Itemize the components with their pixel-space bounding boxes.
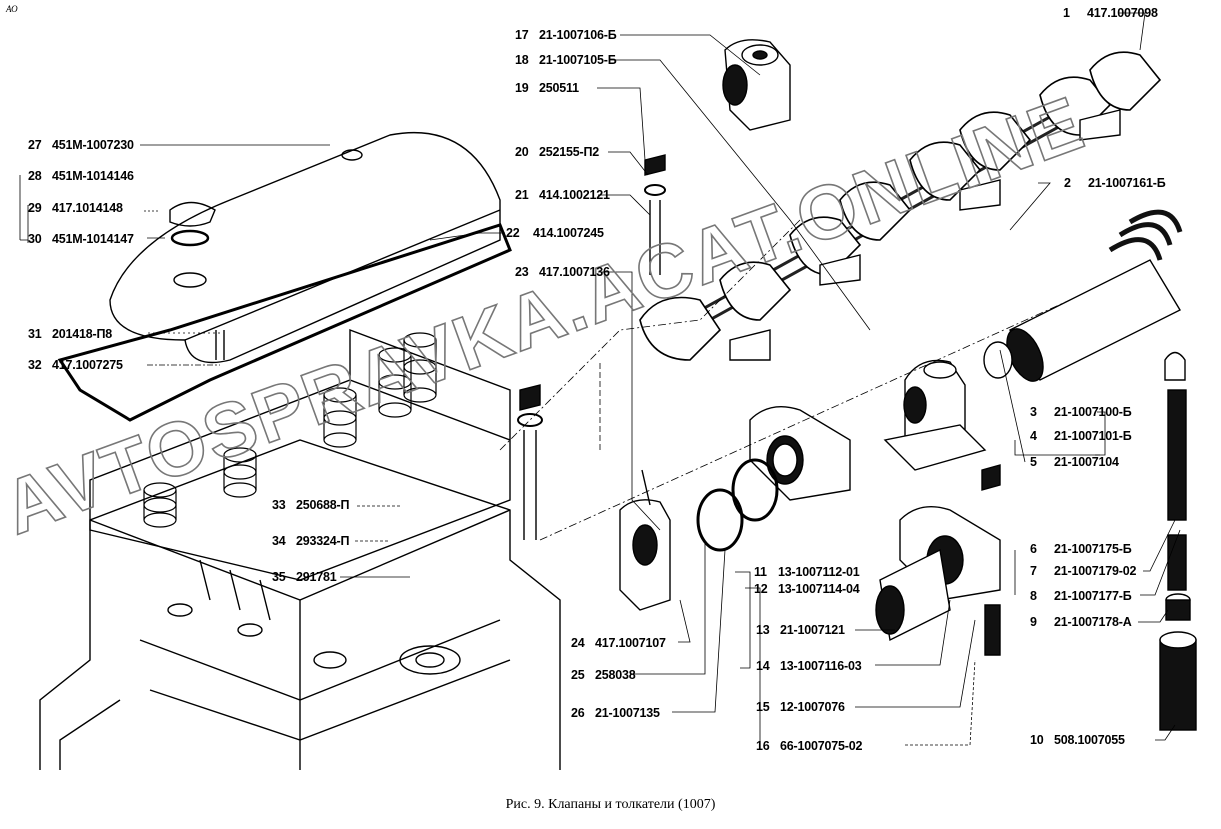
valve-cover xyxy=(57,131,512,422)
cylinder-head xyxy=(89,328,511,581)
rocker-arm-left xyxy=(749,406,851,501)
engine-block xyxy=(39,439,561,770)
shaft-end xyxy=(983,209,1183,382)
pushrod xyxy=(1159,351,1197,731)
figure-caption: Рис. 9. Клапаны и толкатели (1007) xyxy=(505,797,716,812)
leader-lines xyxy=(19,12,1181,750)
valve-spring xyxy=(323,387,357,448)
rocker-shaft-assembly xyxy=(639,51,1162,361)
rocker-arm-right xyxy=(875,506,1001,642)
stud-nut xyxy=(517,154,666,540)
washer-25 xyxy=(696,488,744,552)
valve-spring xyxy=(403,332,437,403)
rocker-bracket-center xyxy=(883,359,987,471)
valve-spring xyxy=(378,347,412,418)
washer-26 xyxy=(731,458,779,522)
corner-mark: АО xyxy=(6,4,18,14)
valve-spring xyxy=(223,447,257,498)
rocker-bracket xyxy=(722,39,791,131)
valve-spring xyxy=(143,482,177,528)
adjusting-screw xyxy=(981,464,1001,656)
shaft-support xyxy=(619,469,671,611)
